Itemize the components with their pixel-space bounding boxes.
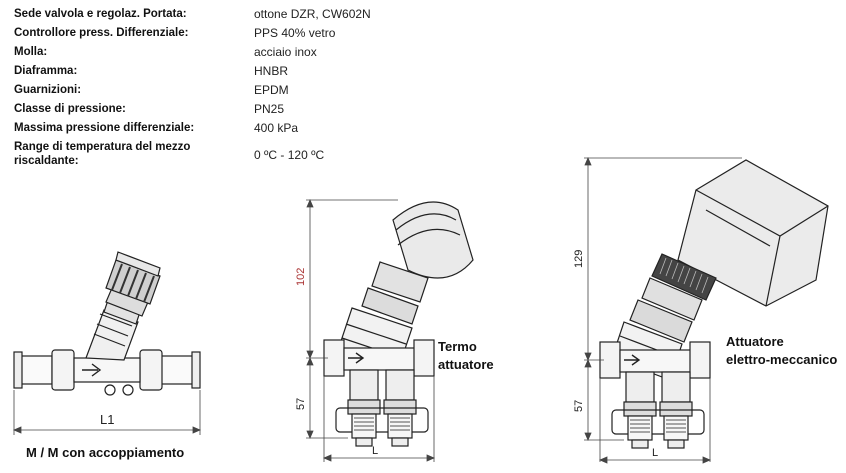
spec-value: ottone DZR, CW602N	[254, 7, 371, 21]
spec-label: Sede valvola e regolaz. Portata:	[14, 8, 187, 20]
spec-label: Guarnizioni:	[14, 84, 82, 96]
caption-left: M / M con accoppiamento	[26, 445, 185, 460]
spec-label: Classe di pressione:	[14, 103, 126, 115]
valve-drawing-middle: 102 57 L Termo attuatore	[288, 190, 538, 468]
spec-value: acciaio inox	[254, 45, 317, 59]
spec-value: 400 kPa	[254, 121, 299, 135]
dimension-height-bottom-label: 57	[573, 400, 585, 412]
valve-electro-actuator-illustration: 129 57 L	[573, 156, 829, 464]
caption-right-line2: elettro-meccanico	[726, 352, 838, 367]
dimension-height-top-label: 102	[295, 268, 307, 286]
spec-label: Massima pressione differenziale:	[14, 122, 195, 134]
valve-drawing-left: L1 M / M con accoppiamento	[0, 230, 230, 468]
dimension-l1-label: L1	[100, 412, 114, 427]
spec-row: Guarnizioni: EPDM	[14, 83, 534, 102]
caption-middle-line2: attuatore	[438, 357, 494, 372]
spec-row: Controllore press. Differenziale: PPS 40…	[14, 26, 534, 45]
valve-drawing-right: 129 57 L Attuatore elettro-meccanico	[566, 150, 846, 468]
dimension-height-bottom-label: 57	[295, 398, 307, 410]
dimension-width-label: L	[372, 445, 378, 457]
spec-value: EPDM	[254, 83, 289, 97]
spec-table: Sede valvola e regolaz. Portata: ottone …	[14, 7, 534, 174]
spec-row: Classe di pressione: PN25	[14, 102, 534, 121]
spec-label: Controllore press. Differenziale:	[14, 27, 189, 39]
dimension-width-label: L	[652, 447, 658, 459]
spec-row: Massima pressione differenziale: 400 kPa	[14, 121, 534, 140]
valve-thermo-actuator-illustration: 102 57 L	[295, 198, 474, 462]
spec-label: Molla:	[14, 46, 48, 58]
spec-label: Range di temperatura del mezzo riscaldan…	[14, 141, 191, 167]
spec-row: Diaframma: HNBR	[14, 64, 534, 83]
spec-row: Range di temperatura del mezzo riscaldan…	[14, 140, 534, 174]
spec-value: PPS 40% vetro	[254, 26, 336, 40]
spec-value: PN25	[254, 102, 285, 116]
caption-middle-line1: Termo	[438, 339, 477, 354]
spec-value: HNBR	[254, 64, 289, 78]
dimension-height-top-label: 129	[573, 250, 585, 268]
valve-mm-illustration: L1	[12, 251, 202, 435]
spec-row: Molla: acciaio inox	[14, 45, 534, 64]
spec-row: Sede valvola e regolaz. Portata: ottone …	[14, 7, 534, 26]
spec-value: 0 ºC - 120 ºC	[254, 148, 325, 162]
spec-label: Diaframma:	[14, 65, 78, 77]
caption-right-line1: Attuatore	[726, 334, 784, 349]
